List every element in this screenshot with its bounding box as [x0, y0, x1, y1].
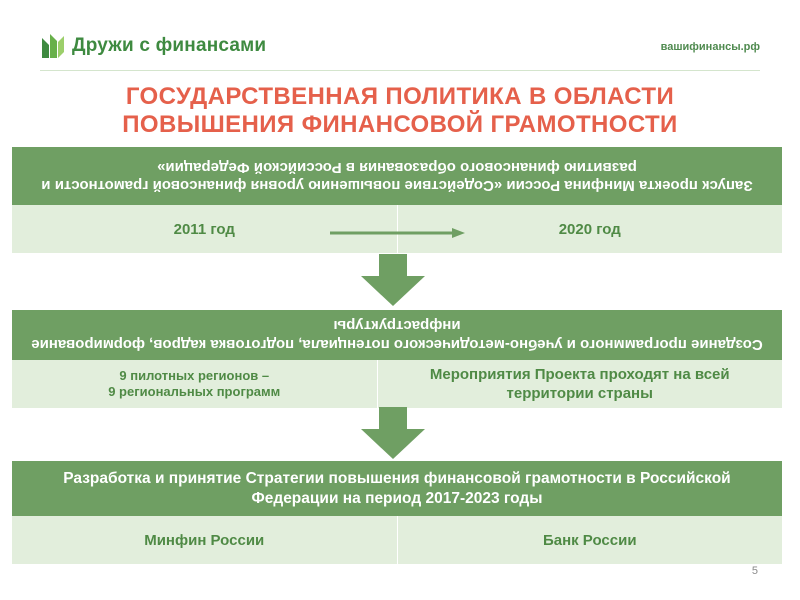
page-number: 5 [751, 565, 758, 577]
block2-left-line-2: 9 региональных программ [108, 384, 281, 399]
block2-row: 9 пилотных регионов – 9 региональных про… [12, 360, 782, 408]
down-arrow-icon [361, 407, 425, 459]
block3-right-cell: Банк России [396, 516, 783, 564]
block3-band-text: Разработка и принятие Стратегии повышени… [63, 469, 731, 507]
block1-row: 2011 год 2020 год [12, 205, 782, 253]
timeline-arrow-icon [330, 228, 465, 238]
page-title-line-1: ГОСУДАРСТВЕННАЯ ПОЛИТИКА В ОБЛАСТИ [125, 83, 675, 110]
header-divider [40, 70, 760, 71]
block2-left-line-1: 9 пилотных регионов – [119, 368, 270, 383]
down-arrow-icon [361, 254, 425, 306]
block3-row: Минфин России Банк России [12, 516, 782, 564]
block1-band: Запуск проекта Минфина России «Содействи… [12, 147, 782, 205]
block2-right-cell: Мероприятия Проекта проходят на всей тер… [376, 360, 783, 408]
block3-left-cell: Минфин России [144, 531, 265, 549]
block1-band-text: Запуск проекта Минфина России «Содействи… [41, 159, 753, 194]
page-title: ГОСУДАРСТВЕННАЯ ПОЛИТИКА В ОБЛАСТИ ПОВЫШ… [20, 83, 780, 139]
block2-band-text: Создание программного и учебно-методичес… [31, 317, 763, 353]
leaf-logo-icon [42, 34, 64, 58]
header: Дружи с финансами вашифинансы.рф [0, 0, 800, 80]
block3-band: Разработка и принятие Стратегии повышени… [12, 461, 782, 516]
site-url-link[interactable]: вашифинансы.рф [660, 41, 760, 53]
block2-band: Создание программного и учебно-методичес… [12, 310, 782, 360]
block2-left-cell: 9 пилотных регионов – 9 региональных про… [12, 360, 377, 408]
page-title-line-2: ПОВЫШЕНИЯ ФИНАНСОВОЙ ГРАМОТНОСТИ [122, 111, 678, 138]
logo[interactable]: Дружи с финансами [40, 30, 266, 62]
block1-left-cell: 2011 год [173, 220, 235, 238]
block1-right-cell: 2020 год [396, 205, 783, 253]
logo-text: Дружи с финансами [72, 35, 267, 56]
